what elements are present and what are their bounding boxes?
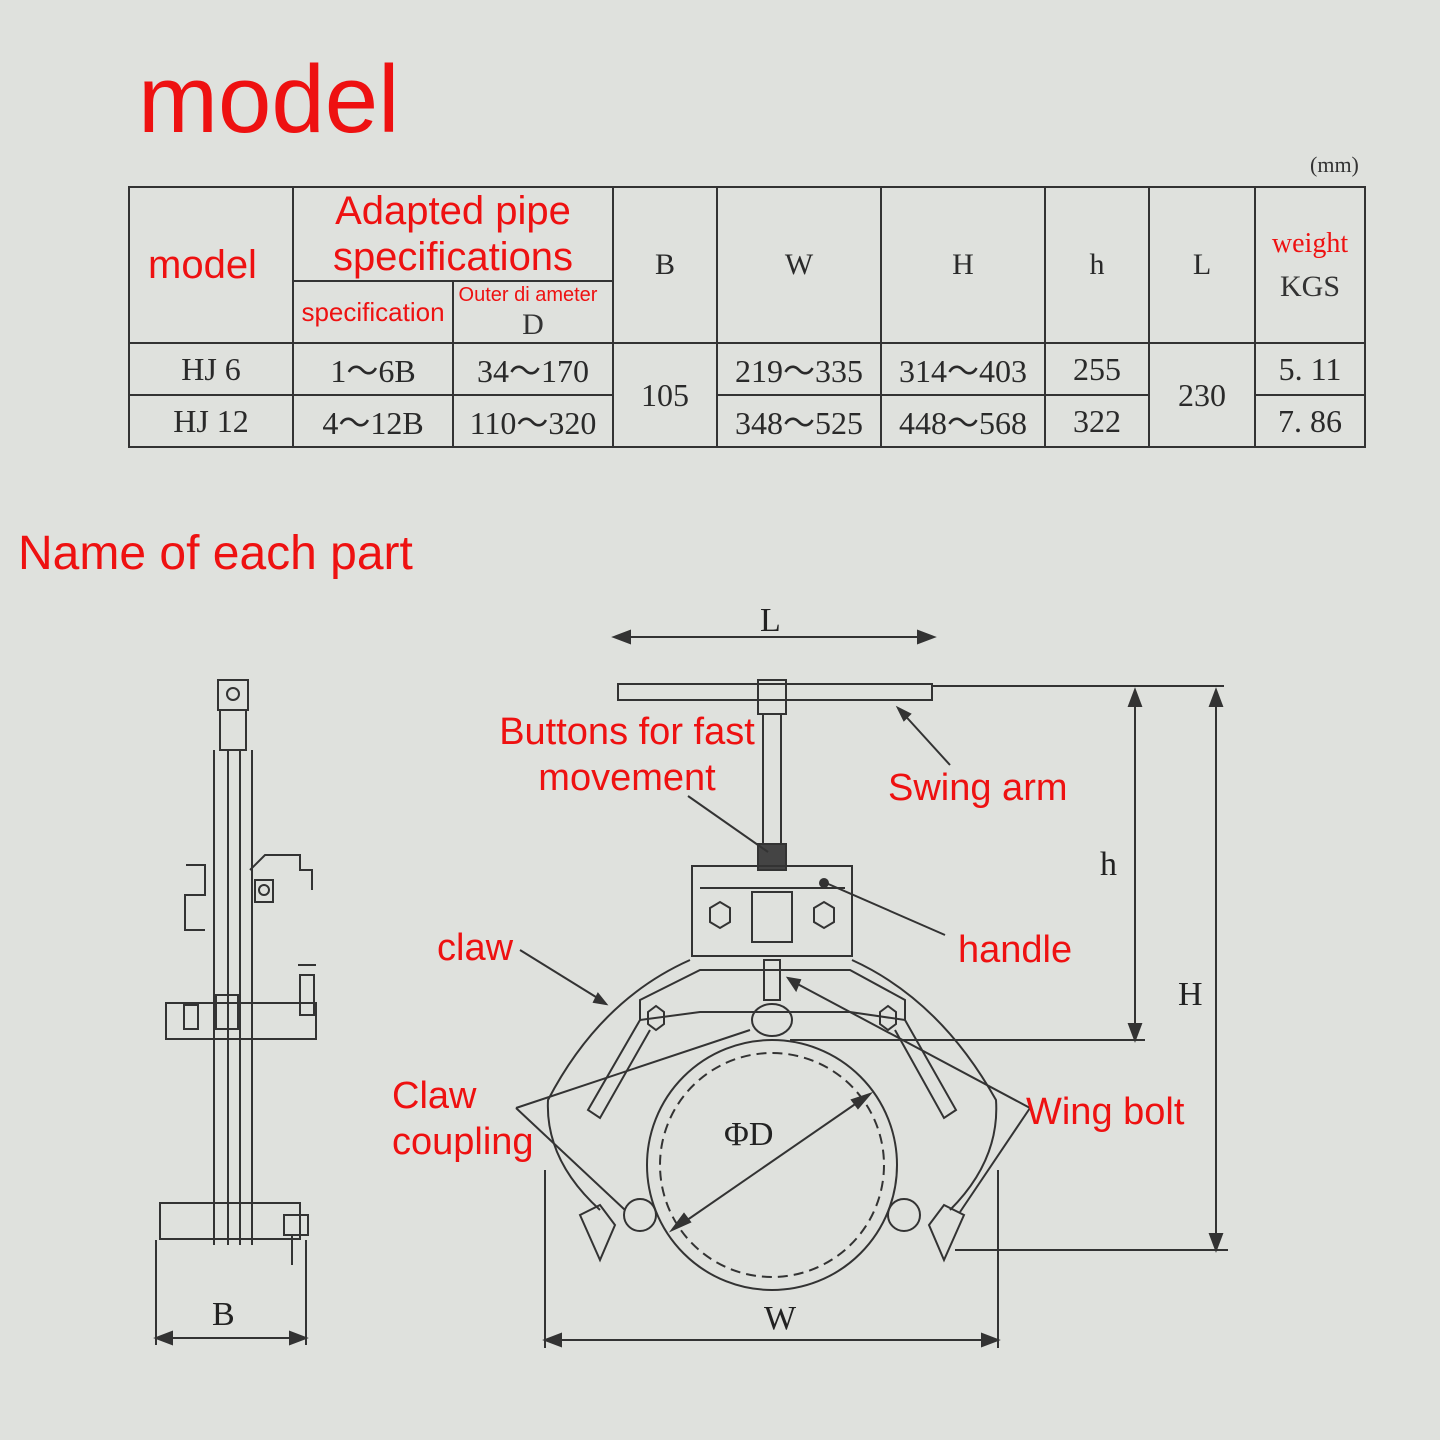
row-weight: 7. 86 — [1254, 394, 1366, 448]
header-h-upper: H — [880, 186, 1046, 344]
row-h-lower: 255 — [1044, 342, 1150, 396]
header-adapted-pipe: Adapted pipe specifications — [292, 186, 614, 282]
row-od: 110～320 — [452, 394, 614, 448]
header-w: W — [716, 186, 882, 344]
dimension-l: L — [760, 602, 781, 639]
front-view — [542, 629, 1228, 1348]
page-title: model — [138, 46, 400, 153]
row-w: 348～525 — [716, 394, 882, 448]
outer-diameter-symbol: D — [522, 308, 544, 341]
row-h-lower: 322 — [1044, 394, 1150, 448]
row-w: 219～335 — [716, 342, 882, 396]
label-buttons-fast-movement: Buttons for fast movement — [499, 711, 755, 799]
row-model: HJ 6 — [128, 342, 294, 396]
label-swing-arm: Swing arm — [888, 767, 1068, 809]
dimension-h-upper: H — [1178, 976, 1203, 1013]
row-b: 105 — [612, 342, 718, 448]
table-row: HJ 12 4～12B 110～320 348～525 448～568 322 … — [128, 394, 1366, 448]
row-spec: 4～12B — [292, 394, 454, 448]
table-row: HJ 6 1～6B 34～170 105 219～335 314～403 255… — [128, 342, 1366, 448]
label-claw: claw — [437, 927, 514, 969]
row-h-upper: 314～403 — [880, 342, 1046, 396]
side-view — [153, 679, 317, 1346]
label-handle: handle — [958, 929, 1073, 971]
dimension-w: W — [764, 1300, 797, 1337]
label-claw-coupling: Claw coupling — [392, 1075, 534, 1163]
dimension-h-lower: h — [1100, 846, 1117, 883]
section-title: Name of each part — [18, 527, 413, 580]
row-od: 34～170 — [452, 342, 614, 396]
header-b: B — [612, 186, 718, 344]
header-outer-diameter: Outer di ameterD — [452, 280, 614, 344]
row-spec: 1～6B — [292, 342, 454, 396]
label-wing-bolt: Wing bolt — [1026, 1091, 1185, 1133]
dimension-b: B — [212, 1296, 235, 1333]
outer-diameter-label: Outer di ameter — [458, 284, 598, 306]
header-h-lower: h — [1044, 186, 1150, 344]
header-specification: specification — [292, 280, 454, 344]
header-l: L — [1148, 186, 1256, 344]
spec-table: model Adapted pipe specifications B W H … — [128, 186, 1366, 448]
weight-unit: KGS — [1279, 270, 1340, 303]
row-model: HJ 12 — [128, 394, 294, 448]
header-model: model — [128, 186, 294, 344]
weight-label: weight — [1271, 228, 1349, 259]
row-h-upper: 448～568 — [880, 394, 1046, 448]
header-weight: weight KGS — [1254, 186, 1366, 344]
dimension-diameter: ΦD — [724, 1116, 774, 1153]
leader-lines — [515, 705, 1031, 1213]
unit-label: (mm) — [1310, 152, 1359, 177]
parts-diagram: Buttons for fast movement Swing arm hand… — [0, 600, 1440, 1440]
row-l: 230 — [1148, 342, 1256, 448]
diagram-drawing — [153, 629, 1228, 1348]
row-weight: 5. 11 — [1254, 342, 1366, 396]
